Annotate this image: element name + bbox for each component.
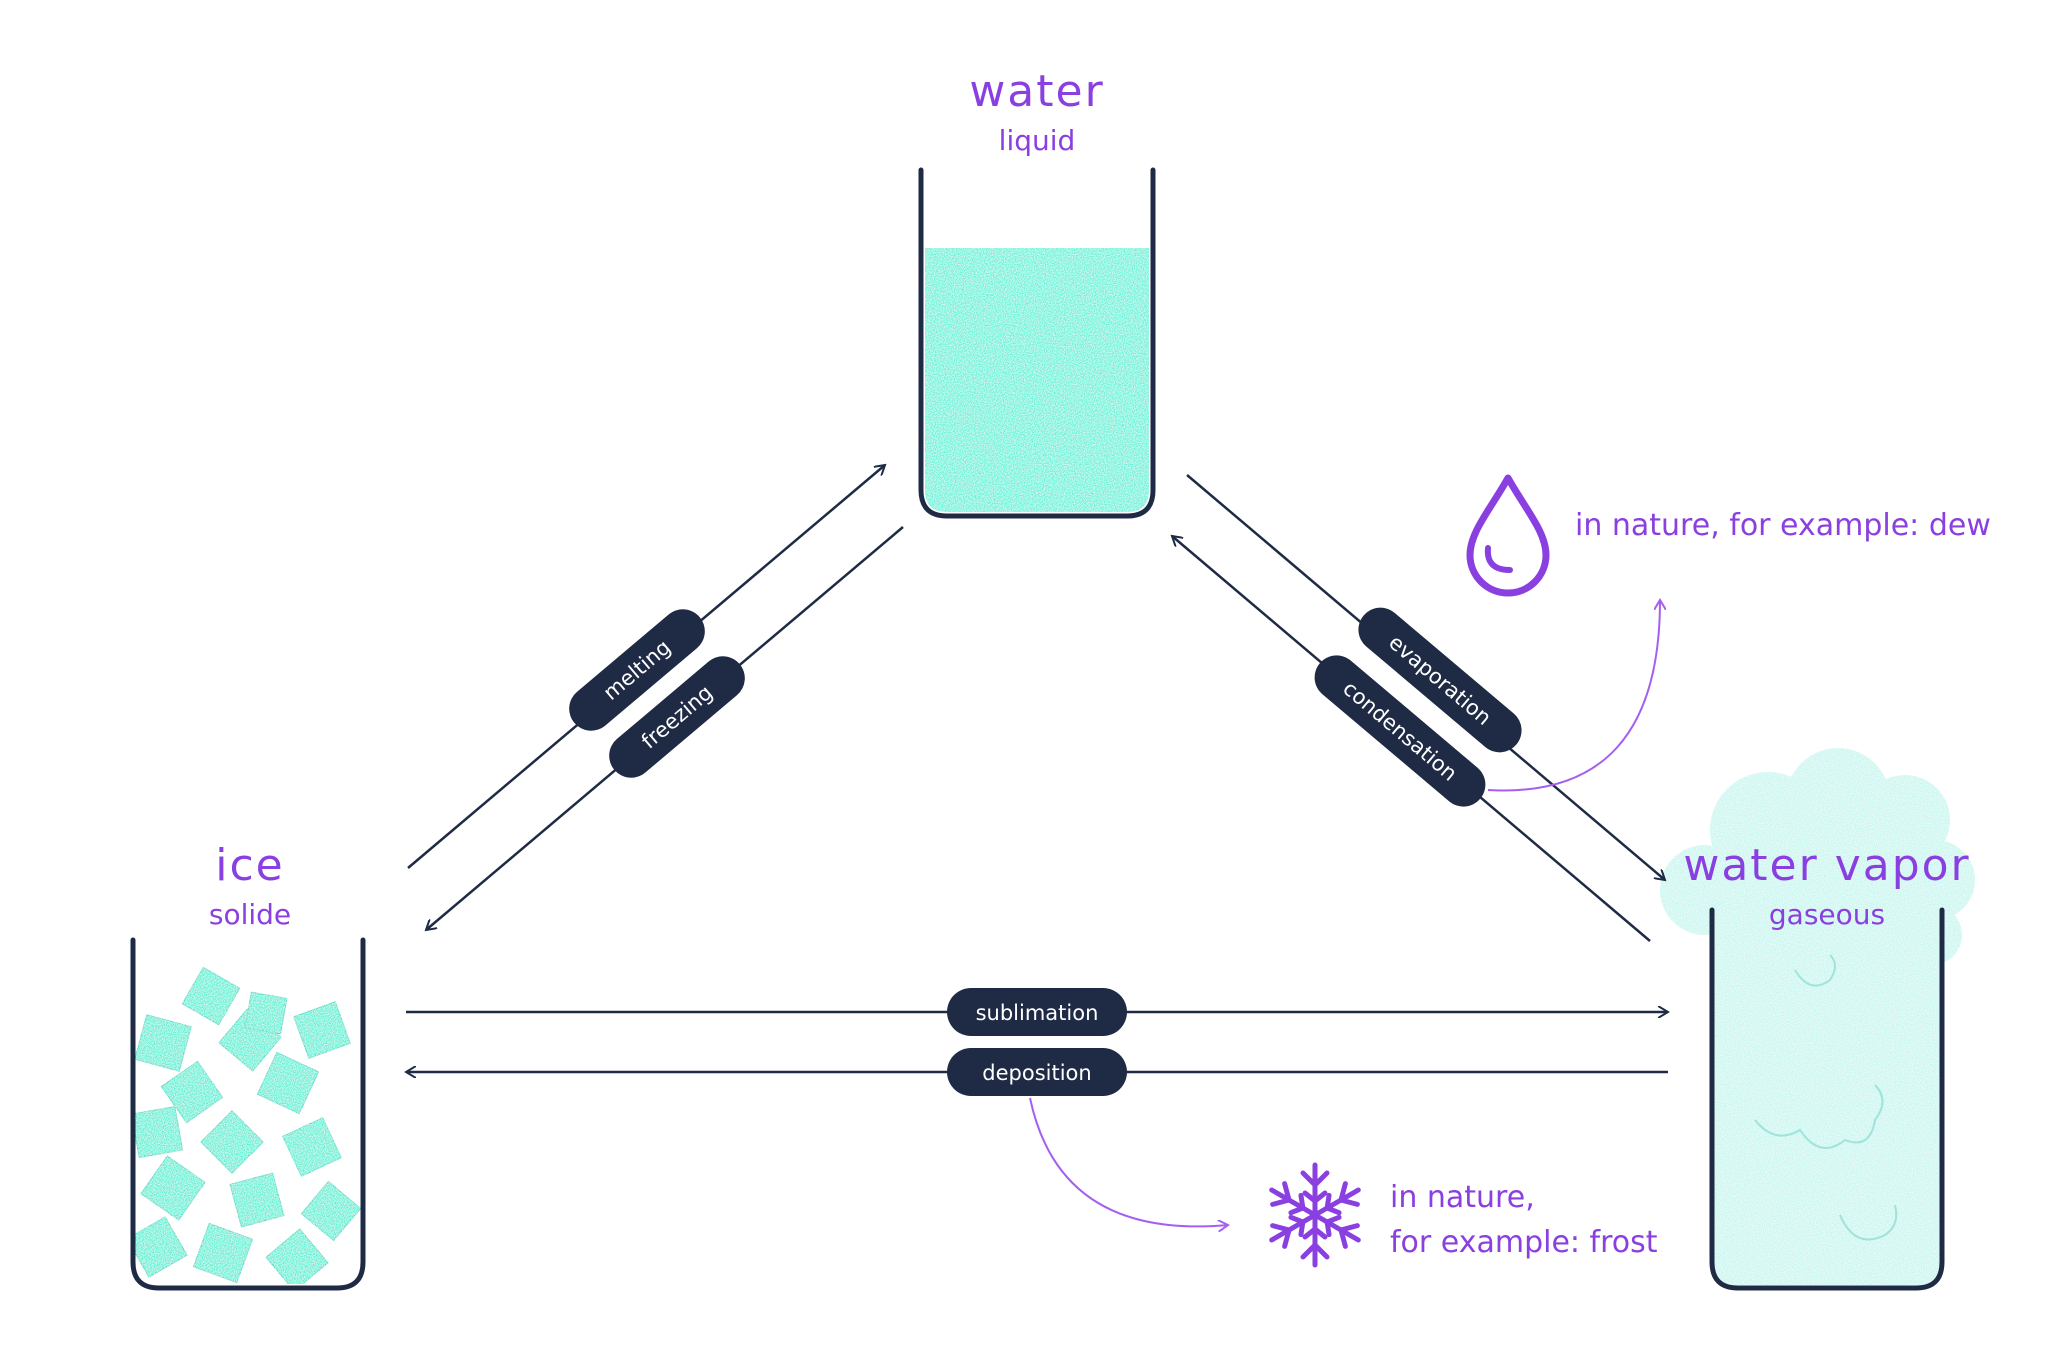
ice-beaker [130, 937, 366, 1291]
snowflake-icon [1266, 1162, 1365, 1265]
vapor-state-label: gaseous [1769, 898, 1885, 931]
deposition-label: deposition [982, 1061, 1091, 1085]
ice-cubes [133, 966, 362, 1284]
vapor-beaker [1660, 748, 1975, 1291]
water-state-label: liquid [999, 124, 1076, 157]
sublimation-pill: sublimation [947, 988, 1127, 1036]
frost-note-line2: for example: frost [1390, 1225, 1658, 1260]
vapor-title: water vapor [1683, 840, 1970, 891]
deposition-pill: deposition [947, 1048, 1127, 1096]
water-title: water [969, 66, 1104, 117]
dew-note: in nature, for example: dew [1575, 508, 1991, 543]
frost-hint-arrow [1029, 1097, 1228, 1226]
water-beaker [918, 167, 1156, 519]
vapor-cloud [1660, 748, 1975, 1285]
sublimation-label: sublimation [976, 1001, 1099, 1025]
ice-state-label: solide [209, 898, 291, 931]
dew-hint-arrow [1487, 600, 1660, 792]
ice-title: ice [215, 840, 285, 891]
water-drop-icon [1466, 474, 1550, 597]
frost-note-line1: in nature, [1390, 1180, 1535, 1215]
vapor-puffs [1754, 954, 1898, 1241]
